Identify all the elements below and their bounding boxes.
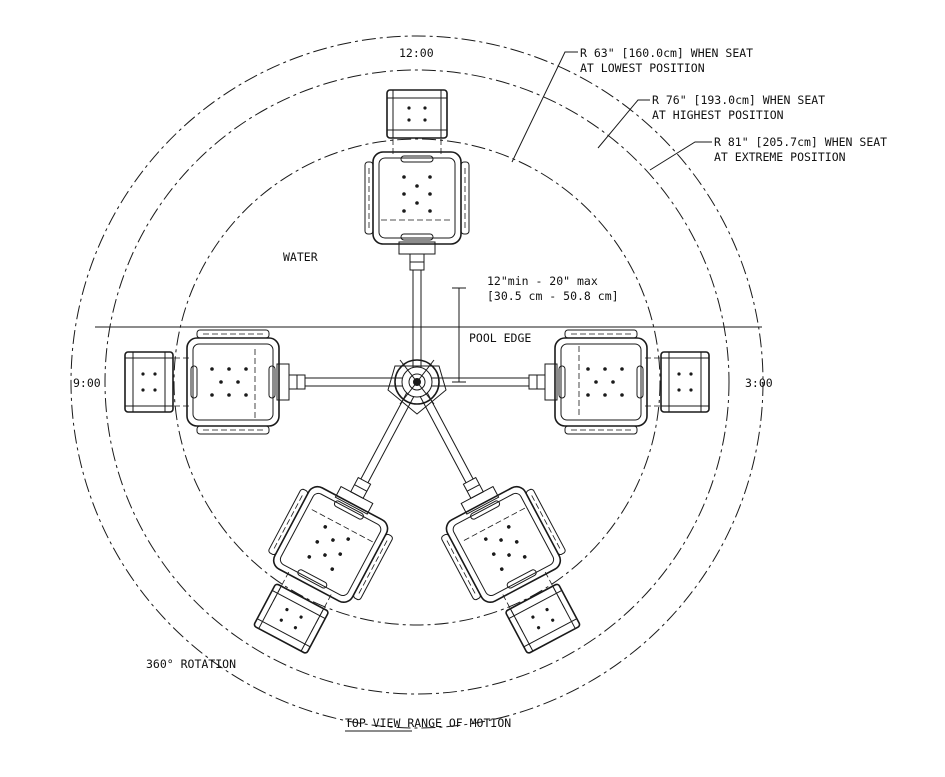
clock-label-3: 3:00: [745, 376, 773, 390]
seat-lower-right: [376, 369, 601, 666]
radius-leaders: [511, 51, 712, 171]
dimension-label-line2: [30.5 cm - 50.8 cm]: [487, 289, 619, 303]
seat-12: [364, 89, 470, 369]
range-circles: [70, 35, 764, 729]
central-hub: [387, 359, 447, 415]
radius-note-lowest-line2: AT LOWEST POSITION: [580, 61, 705, 75]
radius-note-highest-line1: R 76" [193.0cm] WHEN SEAT: [652, 93, 825, 107]
radius-circle-highest: [104, 69, 730, 695]
seat-lower-left: [233, 369, 458, 666]
caption-underlined: TOP VIEW: [345, 716, 400, 730]
clock-label-12: 12:00: [399, 46, 434, 60]
radius-circle-lowest: [173, 138, 661, 626]
radius-note-extreme-line1: R 81" [205.7cm] WHEN SEAT: [714, 135, 887, 149]
seat-3: [430, 329, 710, 435]
dimension-label-line1: 12"min - 20" max: [487, 274, 598, 288]
radius-note-extreme-line2: AT EXTREME POSITION: [714, 150, 846, 164]
radius-note-highest-line2: AT HIGHEST POSITION: [652, 108, 784, 122]
rotation-label: 360° ROTATION: [146, 657, 236, 671]
pool-edge-label: POOL EDGE: [469, 331, 531, 345]
seat-assemblies: [124, 89, 710, 666]
water-label: WATER: [283, 250, 318, 264]
pool-edge-dimension: [452, 287, 466, 383]
caption-rest: RANGE OF MOTION: [400, 716, 511, 730]
caption: TOP VIEW RANGE OF MOTION: [345, 716, 511, 730]
radius-note-lowest-line1: R 63" [160.0cm] WHEN SEAT: [580, 46, 753, 60]
radius-circle-extreme: [70, 35, 764, 729]
seat-9: [124, 329, 404, 435]
clock-label-9: 9:00: [73, 376, 101, 390]
